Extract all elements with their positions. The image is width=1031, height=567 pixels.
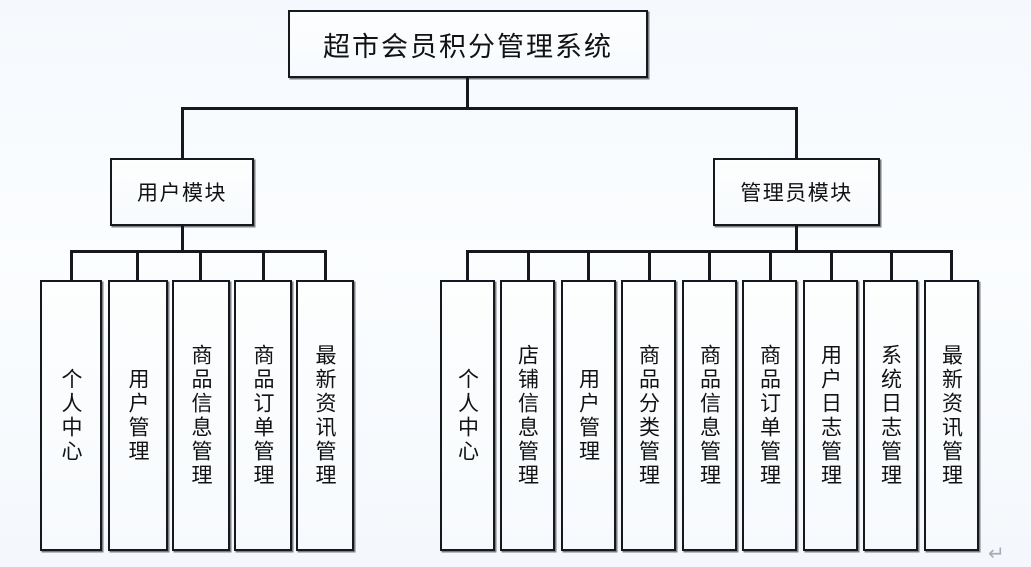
connector-admin-leaf-1	[527, 250, 530, 281]
node-user-leaf-3[interactable]: 商品订单管理	[234, 280, 292, 551]
node-admin-module-label: 管理员模块	[740, 181, 853, 205]
connector-admin-leaf-4	[708, 250, 711, 281]
node-admin-leaf-4-label: 商品信息管理	[697, 343, 722, 488]
node-user-module-label: 用户模块	[137, 181, 227, 205]
connector-admin-module-stem	[795, 226, 798, 252]
node-admin-leaf-3[interactable]: 商品分类管理	[621, 280, 676, 551]
node-admin-leaf-7[interactable]: 系统日志管理	[863, 280, 918, 551]
connector-admin-leaf-7	[890, 250, 893, 281]
node-admin-leaf-6-label: 用户日志管理	[818, 343, 843, 488]
node-user-leaf-0-label: 个人中心	[59, 367, 84, 464]
node-admin-leaf-6[interactable]: 用户日志管理	[803, 280, 858, 551]
node-admin-leaf-1[interactable]: 店铺信息管理	[500, 280, 555, 551]
node-user-leaf-0[interactable]: 个人中心	[40, 280, 102, 551]
connector-user-leaf-2	[199, 250, 202, 281]
connector-admin-leaf-3	[648, 250, 651, 281]
connector-root-to-user-module	[181, 107, 184, 159]
connector-user-leaf-4	[324, 250, 327, 281]
node-user-leaf-2[interactable]: 商品信息管理	[172, 280, 230, 551]
connector-user-leaf-3	[262, 250, 265, 281]
connector-admin-leaf-0	[466, 250, 469, 281]
connector-root-to-admin-module	[795, 107, 798, 159]
node-user-leaf-2-label: 商品信息管理	[189, 343, 214, 488]
connector-admin-leaf-2	[587, 250, 590, 281]
connector-admin-leaf-5	[769, 250, 772, 281]
node-user-leaf-1[interactable]: 用户管理	[108, 280, 168, 551]
node-user-leaf-4[interactable]: 最新资讯管理	[296, 280, 354, 551]
node-admin-leaf-0[interactable]: 个人中心	[440, 280, 495, 551]
node-admin-leaf-1-label: 店铺信息管理	[515, 343, 540, 488]
node-user-leaf-4-label: 最新资讯管理	[313, 343, 338, 488]
node-admin-leaf-0-label: 个人中心	[455, 367, 480, 464]
node-admin-leaf-8[interactable]: 最新资讯管理	[924, 280, 979, 551]
paragraph-return-mark: ↵	[988, 541, 1005, 565]
node-root[interactable]: 超市会员积分管理系统	[288, 10, 648, 78]
node-admin-leaf-3-label: 商品分类管理	[636, 343, 661, 488]
node-admin-leaf-5-label: 商品订单管理	[757, 343, 782, 488]
node-admin-module[interactable]: 管理员模块	[713, 158, 880, 226]
connector-root-stem	[466, 78, 469, 109]
node-admin-leaf-5[interactable]: 商品订单管理	[742, 280, 797, 551]
connector-root-bus	[181, 107, 798, 110]
node-admin-leaf-7-label: 系统日志管理	[878, 343, 903, 488]
node-user-leaf-1-label: 用户管理	[126, 367, 151, 464]
connector-user-module-bus	[70, 250, 327, 253]
node-admin-leaf-2-label: 用户管理	[576, 367, 601, 464]
node-admin-leaf-8-label: 最新资讯管理	[939, 343, 964, 488]
node-user-leaf-3-label: 商品订单管理	[251, 343, 276, 488]
connector-admin-leaf-6	[830, 250, 833, 281]
connector-admin-leaf-8	[950, 250, 953, 281]
connector-user-leaf-0	[70, 250, 73, 281]
node-root-label: 超市会员积分管理系统	[323, 31, 613, 62]
connector-user-leaf-1	[136, 250, 139, 281]
node-admin-leaf-2[interactable]: 用户管理	[561, 280, 616, 551]
node-user-module[interactable]: 用户模块	[110, 158, 254, 226]
connector-user-module-stem	[181, 226, 184, 252]
node-admin-leaf-4[interactable]: 商品信息管理	[682, 280, 737, 551]
